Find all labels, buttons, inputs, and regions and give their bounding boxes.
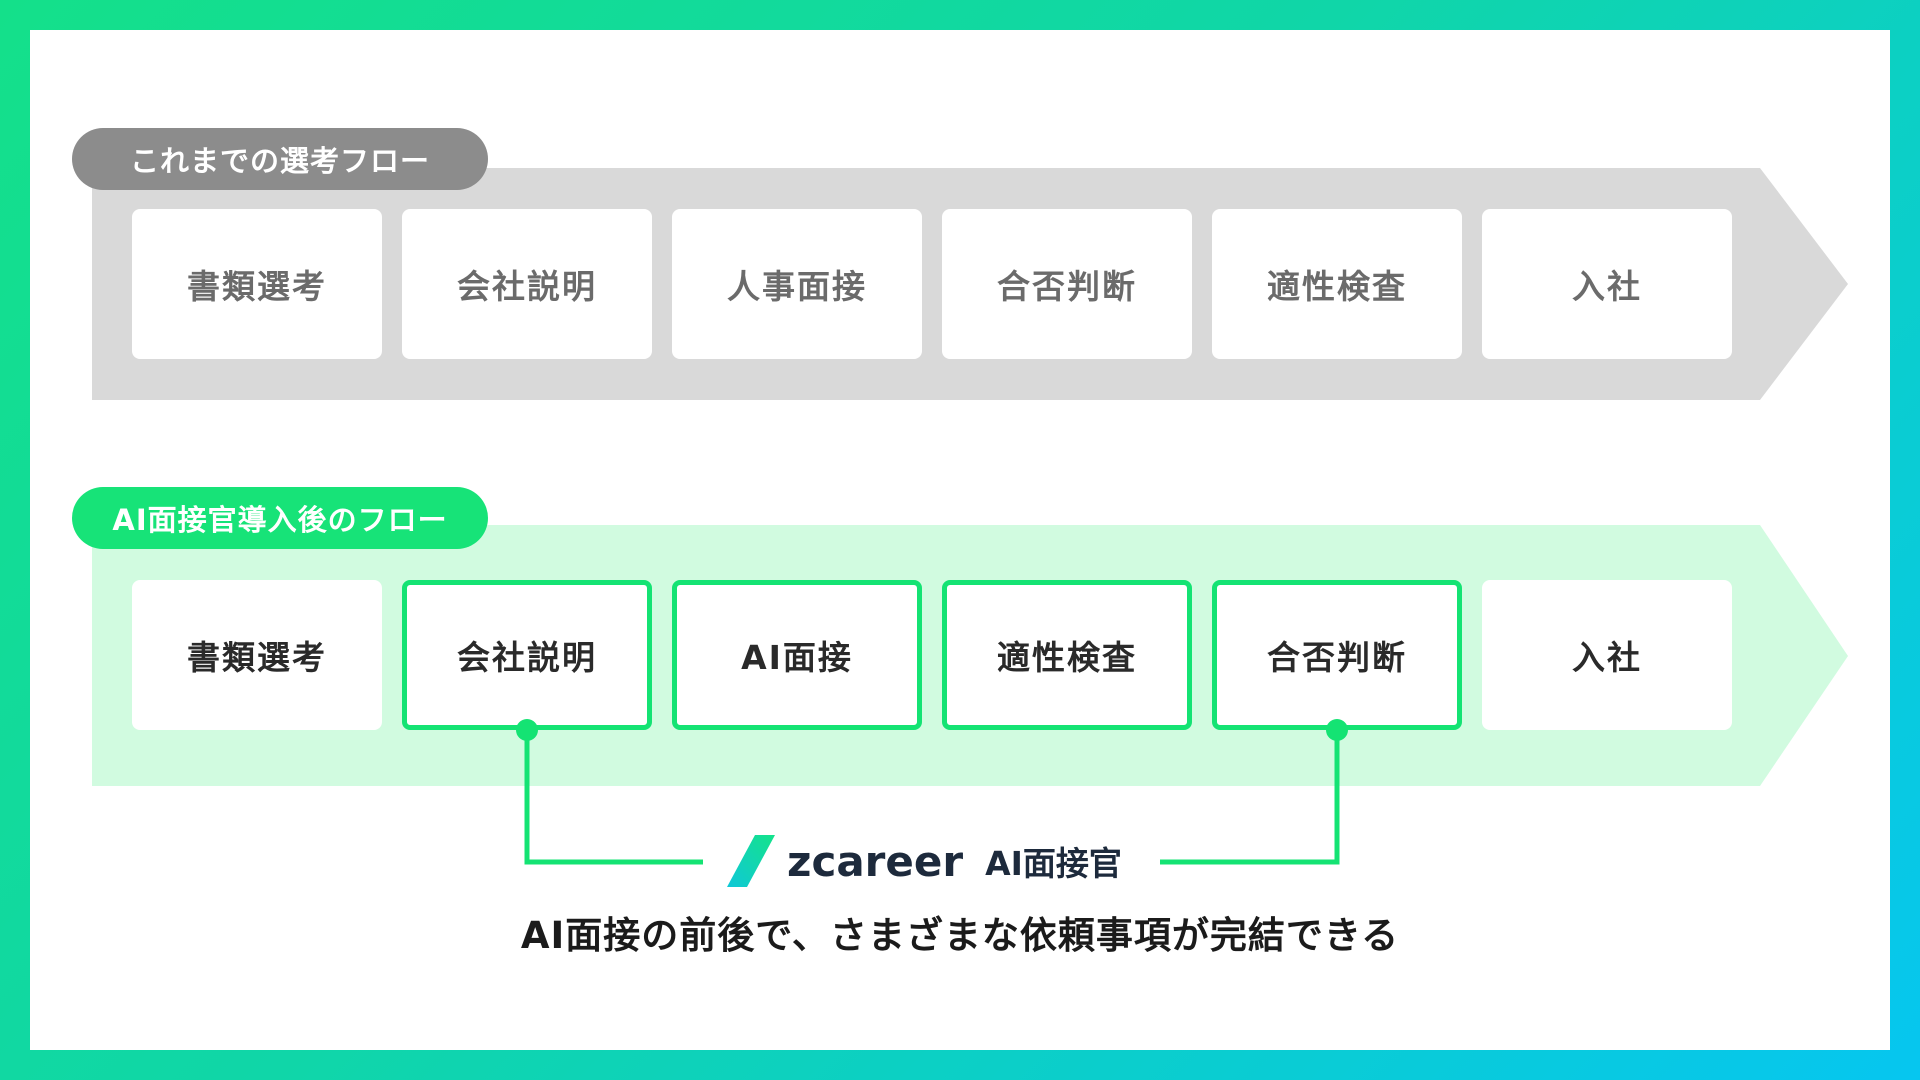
old-step-hr-interview: 人事面接	[672, 209, 922, 359]
old-step-document-screening: 書類選考	[132, 209, 382, 359]
old-flow-label: これまでの選考フロー	[72, 128, 488, 190]
old-step-joining: 入社	[1482, 209, 1732, 359]
new-step-aptitude-test: 適性検査	[942, 580, 1192, 730]
connector-dot-right	[1326, 719, 1348, 741]
new-flow-label-text: AI面接官導入後のフロー	[112, 503, 448, 537]
new-step-pass-fail-decision: 合否判断	[1212, 580, 1462, 730]
old-step-company-briefing: 会社説明	[402, 209, 652, 359]
old-step-aptitude-test: 適性検査	[1212, 209, 1462, 359]
zcareer-slash-icon	[727, 835, 775, 887]
connector-line-right	[1160, 730, 1340, 865]
old-flow-label-text: これまでの選考フロー	[129, 144, 430, 178]
caption-text: AI面接の前後で、さまざまな依頼事項が完結できる	[520, 914, 1400, 957]
new-step-document-screening: 書類選考	[132, 580, 382, 730]
logo-wordmark: zcareer	[787, 836, 964, 886]
connector-dot-left	[516, 719, 538, 741]
new-step-joining: 入社	[1482, 580, 1732, 730]
new-step-ai-interview: AI面接	[672, 580, 922, 730]
logo-product-name: AI面接官	[985, 844, 1122, 883]
connector-line-left	[524, 730, 703, 865]
old-step-pass-fail-decision: 合否判断	[942, 209, 1192, 359]
zcareer-logo: zcareer AI面接官	[725, 833, 1122, 889]
new-flow-label: AI面接官導入後のフロー	[72, 487, 488, 549]
